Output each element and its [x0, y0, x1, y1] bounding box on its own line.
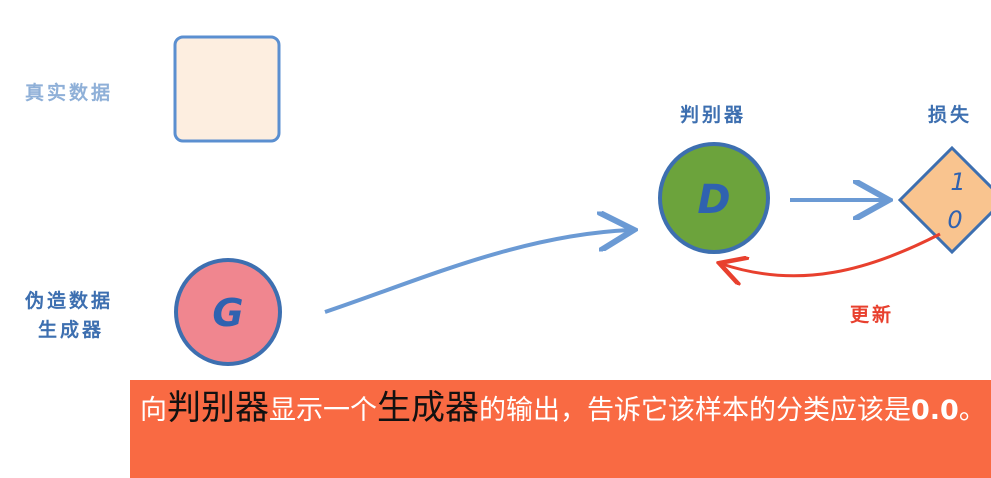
update-label: 更新	[850, 304, 895, 326]
generator-node	[174, 258, 282, 366]
discriminator-label: 判别器	[680, 104, 747, 126]
loss-node	[897, 145, 991, 255]
caption-text: 显示一个	[269, 395, 377, 426]
caption-text: 。	[958, 395, 986, 426]
generator-letter: G	[212, 291, 243, 335]
caption-text: 向	[140, 395, 167, 426]
loss-value-0: 0	[947, 206, 962, 234]
discriminator-node	[658, 142, 770, 254]
real-data-label: 真实数据	[25, 82, 114, 104]
generator-to-discriminator-arrow	[324, 230, 630, 314]
discriminator-letter: D	[697, 177, 730, 223]
loss-label: 损失	[928, 104, 973, 126]
update-arrow	[722, 232, 941, 276]
caption-emphasis-discriminator: 判别器	[167, 388, 269, 428]
loss-value-1: 1	[950, 168, 965, 196]
caption-value: 0.0	[911, 395, 959, 426]
real-data-box	[173, 35, 281, 143]
generator-label-line2: 生成器	[38, 319, 105, 341]
subtitle-caption: 向判别器显示一个生成器的输出，告诉它该样本的分类应该是0.0。	[130, 380, 991, 478]
generator-label-line1: 伪造数据	[25, 290, 114, 312]
caption-emphasis-generator: 生成器	[377, 388, 479, 428]
caption-text: 的输出，告诉它该样本的分类应该是	[479, 395, 911, 426]
